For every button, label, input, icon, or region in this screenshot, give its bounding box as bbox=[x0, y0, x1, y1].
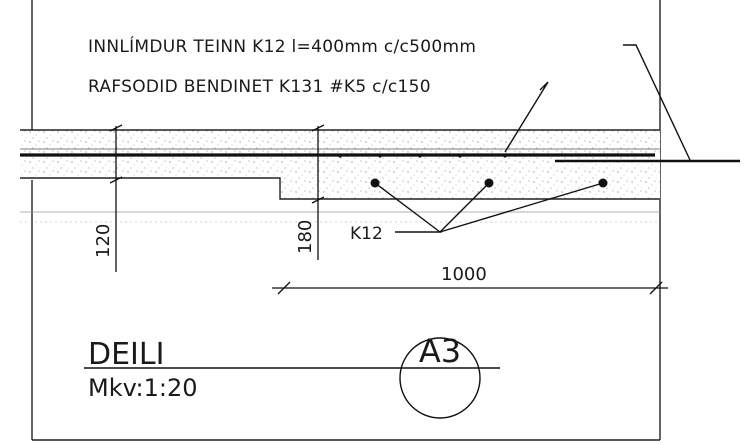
dimension-1000: 1000 bbox=[441, 264, 487, 285]
k12-bars bbox=[370, 178, 608, 233]
detail-reference: A3 bbox=[419, 332, 461, 370]
detail-title: DEILI bbox=[88, 337, 164, 372]
note-line-2: RAFSODID BENDINET K131 #K5 c/c150 bbox=[88, 77, 431, 97]
dimension-180: 180 bbox=[295, 220, 316, 254]
slab-thick-part bbox=[280, 130, 660, 200]
sheet-border bbox=[31, 0, 661, 441]
rebar-mesh bbox=[20, 153, 740, 163]
k12-callout: K12 bbox=[350, 224, 383, 244]
slab-bottom-outline bbox=[20, 177, 660, 200]
detail-scale: Mkv:1:20 bbox=[88, 374, 197, 402]
dimension-120: 120 bbox=[93, 224, 114, 258]
note-leaders bbox=[504, 44, 691, 161]
note-line-1: INNLÍMDUR TEINN K12 l=400mm c/c500mm bbox=[88, 35, 476, 57]
leader-note-2 bbox=[504, 81, 549, 153]
detail-reference-circle bbox=[399, 337, 481, 419]
dimension-lines bbox=[109, 124, 668, 295]
leader-note-1 bbox=[623, 44, 691, 161]
